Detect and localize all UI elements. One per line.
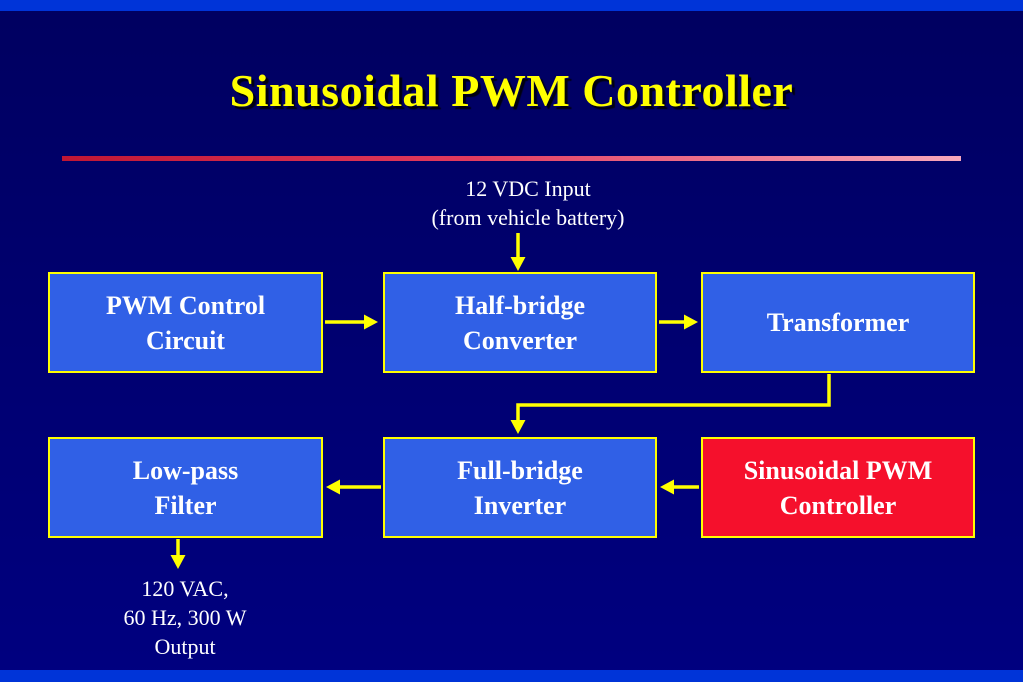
input-label-line1: 12 VDC Input bbox=[465, 176, 591, 201]
block-label: Transformer bbox=[766, 308, 910, 337]
input-label-line2: (from vehicle battery) bbox=[431, 205, 625, 230]
arrow-low-pass-to-output bbox=[170, 539, 186, 569]
block-label: Circuit bbox=[146, 325, 225, 355]
output-label: 120 VAC, 60 Hz, 300 W Output bbox=[90, 574, 280, 661]
bottom-blue-band bbox=[0, 670, 1023, 682]
block-label: Converter bbox=[462, 325, 578, 355]
block-label: Low-pass bbox=[132, 455, 239, 485]
block-label: Full-bridge bbox=[457, 455, 583, 485]
arrow-full-bridge-to-low-pass bbox=[326, 479, 381, 495]
block-label: Inverter bbox=[473, 490, 567, 520]
block-label: Half-bridge bbox=[455, 290, 585, 320]
block-label: Filter bbox=[154, 490, 217, 520]
block-label: PWM Control bbox=[105, 290, 266, 320]
divider-line bbox=[62, 156, 961, 161]
output-label-line2: 60 Hz, 300 W bbox=[123, 605, 247, 630]
slide-title: Sinusoidal PWM Controller bbox=[229, 65, 794, 116]
arrow-sinusoidal-to-full-bridge bbox=[660, 479, 699, 495]
arrow-pwm-to-half-bridge bbox=[325, 314, 378, 330]
block-transformer: Transformer bbox=[701, 272, 975, 373]
input-label: 12 VDC Input (from vehicle battery) bbox=[328, 174, 728, 232]
block-full-bridge-inverter: Full-bridge Inverter bbox=[383, 437, 657, 538]
top-blue-band bbox=[0, 0, 1023, 11]
block-label: Sinusoidal PWM bbox=[743, 455, 933, 485]
block-label: Controller bbox=[779, 490, 897, 520]
block-half-bridge-converter: Half-bridge Converter bbox=[383, 272, 657, 373]
block-low-pass-filter: Low-pass Filter bbox=[48, 437, 323, 538]
output-label-line3: Output bbox=[154, 634, 216, 659]
output-label-line1: 120 VAC, bbox=[141, 576, 229, 601]
arrow-half-bridge-to-transformer bbox=[659, 314, 698, 330]
arrow-input-to-half-bridge bbox=[510, 233, 526, 271]
arrow-transformer-to-full-bridge bbox=[510, 374, 831, 434]
block-pwm-control-circuit: PWM Control Circuit bbox=[48, 272, 323, 373]
block-sinusoidal-pwm-controller: Sinusoidal PWM Controller bbox=[701, 437, 975, 538]
